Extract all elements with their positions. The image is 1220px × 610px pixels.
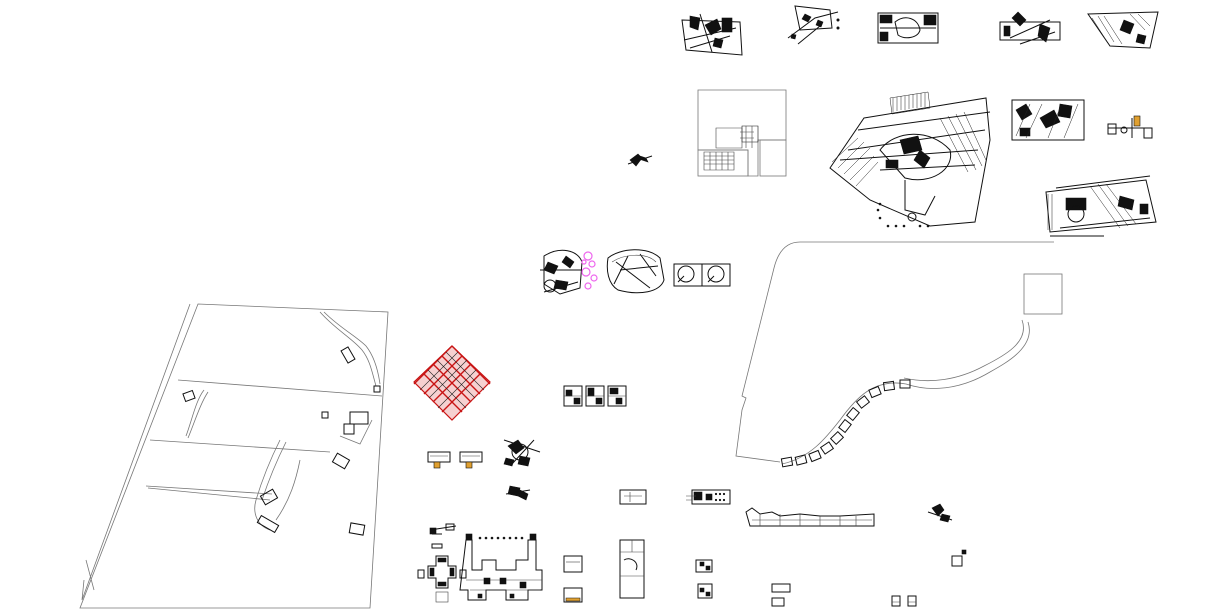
right-small-section — [1107, 115, 1153, 139]
small-plan-b — [619, 489, 647, 505]
small-detail-a — [505, 485, 531, 501]
tiny-square — [951, 549, 967, 567]
top-plan-2 — [787, 5, 840, 45]
long-elevation — [745, 507, 875, 527]
site-parcel-plan — [79, 303, 389, 609]
cluster-sketch — [503, 439, 541, 467]
cross-plan — [417, 555, 467, 603]
top-plan-3 — [877, 12, 939, 44]
red-diamond-plan — [413, 345, 491, 421]
three-square-plans — [563, 385, 627, 407]
small-plan-e — [891, 595, 917, 607]
top-plan-4 — [999, 11, 1061, 45]
magenta-clouds — [581, 251, 598, 290]
long-building-plan — [459, 533, 543, 601]
right-plan-stack — [1045, 175, 1157, 237]
parcel-buildings — [182, 346, 381, 536]
top-plan-5 — [1087, 11, 1159, 49]
grey-building-plan — [697, 89, 787, 177]
orange-sections — [427, 451, 483, 469]
small-plan-c — [563, 555, 583, 603]
dot-grid — [876, 202, 930, 228]
curved-wall-plan — [606, 249, 665, 294]
right-plan-hatched — [1011, 99, 1085, 141]
small-sketch-left — [627, 153, 653, 167]
road-segments — [780, 379, 911, 468]
clustered-cells — [695, 559, 713, 599]
top-plan-1 — [681, 13, 743, 56]
dotted-section — [686, 489, 731, 505]
curved-road-plan — [735, 241, 1063, 468]
small-elevation-left — [429, 523, 457, 549]
magenta-markup-plan — [540, 249, 598, 295]
large-complex-plan — [829, 91, 991, 228]
tall-narrow-plan — [619, 539, 645, 599]
small-plan-d — [771, 583, 791, 607]
right-small-sketch — [927, 503, 953, 523]
double-circle-plan — [673, 263, 731, 287]
